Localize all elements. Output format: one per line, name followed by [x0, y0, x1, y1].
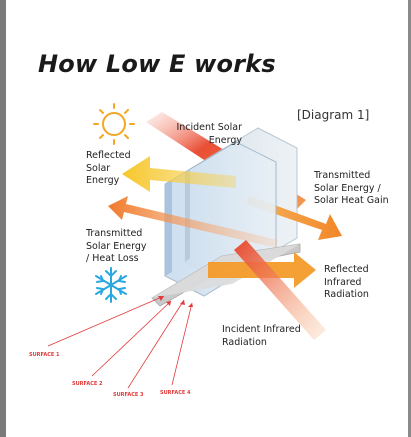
surface-label-4: SURFACE 4 [160, 390, 191, 396]
label-reflected-infrared: Reflected Infrared Radiation [324, 264, 369, 300]
surface-3-leader [127, 299, 185, 389]
incident-infrared-band [234, 240, 326, 340]
label-incident-solar: Incident Solar Energy [176, 122, 242, 146]
surface-label-1: SURFACE 1 [29, 352, 60, 358]
surface-label-3: SURFACE 3 [113, 392, 144, 398]
label-transmitted-heat-loss: Transmitted Solar Energy / Heat Loss [86, 228, 147, 264]
snowflake-icon [95, 267, 127, 303]
surface-4-leader [171, 302, 193, 386]
left-frame-bar [0, 0, 6, 437]
page-title: How Low E works [38, 50, 276, 78]
surface-1-leader [47, 295, 165, 347]
right-frame-bar [408, 0, 411, 437]
glass-edge-left [165, 180, 172, 276]
reflected-solar-arrow [122, 156, 236, 192]
label-incident-infrared: Incident Infrared Radiation [222, 324, 301, 348]
surface-label-2: SURFACE 2 [72, 381, 103, 387]
glass-edge-back-left [185, 169, 190, 262]
sun-icon [93, 103, 135, 145]
heat-loss-arrow [108, 196, 278, 248]
label-transmitted-solar: Transmitted Solar Energy / Solar Heat Ga… [314, 170, 389, 206]
diagram-tag: [Diagram 1] [297, 108, 370, 122]
surface-2-leader [91, 300, 172, 377]
label-reflected-solar: Reflected Solar Energy [86, 150, 131, 186]
